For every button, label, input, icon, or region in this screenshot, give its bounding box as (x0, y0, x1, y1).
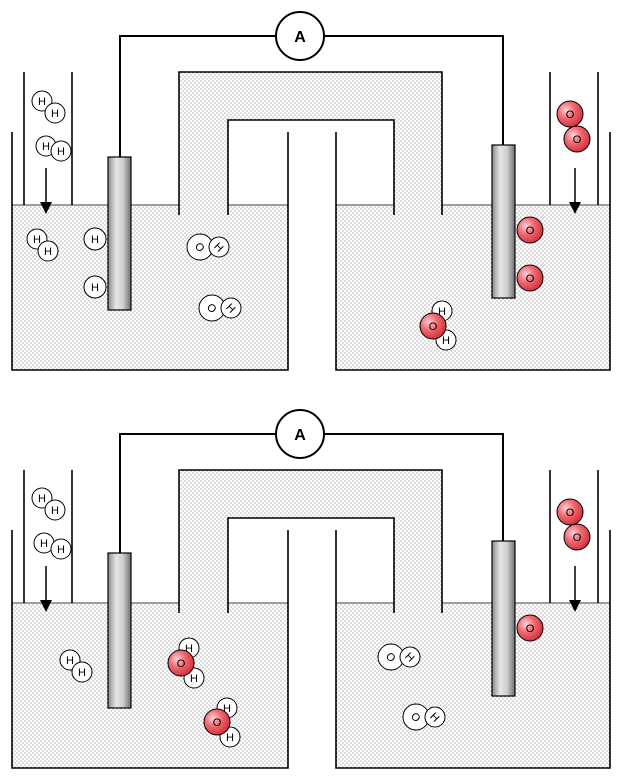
svg-text:H: H (57, 146, 65, 158)
svg-text:H: H (38, 96, 46, 108)
hydroxide-group: O H (198, 294, 242, 322)
left-beaker (11, 132, 289, 371)
left-electrolyte (12, 603, 288, 768)
svg-text:H: H (91, 282, 99, 294)
svg-text:H: H (223, 703, 231, 715)
svg-text:H: H (57, 544, 65, 556)
panel-top: A H H H H H H H H O H (11, 11, 611, 371)
h-atom: H (83, 227, 107, 251)
water-molecule: H H O (419, 300, 457, 351)
svg-text:H: H (42, 141, 50, 153)
svg-text:O: O (566, 507, 575, 519)
right-flow-arrow (569, 566, 581, 612)
h2-molecule: H H (31, 90, 66, 124)
svg-text:O: O (526, 225, 535, 237)
left-electrolyte (12, 205, 288, 370)
svg-text:H: H (40, 538, 48, 550)
right-beaker (335, 530, 611, 769)
left-flow-arrow (40, 168, 52, 214)
hydroxide-group: O H (186, 233, 230, 261)
svg-text:H: H (78, 667, 86, 679)
svg-text:H: H (91, 234, 99, 246)
o2-molecule: O O (556, 100, 591, 153)
panel-bottom: A H H H H H H H H O H H O O (11, 409, 611, 769)
right-beaker (335, 132, 611, 371)
svg-text:H: H (438, 306, 446, 318)
ammeter: A (275, 409, 325, 459)
svg-text:H: H (226, 732, 234, 744)
salt-bridge (179, 72, 442, 215)
svg-text:H: H (185, 643, 193, 655)
anode-electrode (107, 156, 132, 311)
h2-molecule: H H (59, 649, 93, 683)
hydroxide-group: O H (402, 703, 446, 731)
left-flow-arrow (40, 566, 52, 612)
svg-text:H: H (44, 246, 52, 258)
svg-text:H: H (190, 673, 198, 685)
o-atom: O (516, 614, 544, 642)
svg-text:O: O (526, 273, 535, 285)
external-wire (119, 35, 504, 157)
external-wire (119, 433, 504, 553)
left-beaker (11, 530, 289, 769)
svg-text:H: H (442, 335, 450, 347)
svg-text:O: O (429, 321, 438, 333)
o-atom: O (516, 216, 544, 244)
right-flow-arrow (569, 168, 581, 214)
hydroxide-group: O H (377, 643, 421, 671)
svg-text:H: H (66, 655, 74, 667)
svg-text:H: H (51, 108, 59, 120)
water-molecule: H H O (203, 697, 241, 748)
h2-molecule: H H (35, 135, 72, 162)
h2-molecule: H H (26, 228, 59, 262)
salt-bridge (179, 470, 442, 613)
svg-text:H: H (38, 493, 46, 505)
ammeter: A (275, 11, 325, 61)
ammeter-label: A (294, 427, 306, 444)
ammeter-label: A (294, 29, 306, 46)
o-atom: O (516, 264, 544, 292)
svg-text:O: O (573, 532, 582, 544)
svg-text:O: O (526, 623, 535, 635)
cathode-electrode (491, 540, 516, 697)
right-electrolyte (336, 205, 610, 370)
svg-text:H: H (51, 505, 59, 517)
svg-text:O: O (566, 109, 575, 121)
svg-text:O: O (213, 717, 222, 729)
water-molecule: H H O (167, 637, 205, 689)
o2-molecule: O O (556, 498, 591, 551)
cathode-electrode (491, 144, 516, 299)
h2-molecule: H H (31, 487, 66, 521)
h-atom: H (83, 275, 107, 299)
svg-text:O: O (177, 658, 186, 670)
h2-molecule: H H (33, 532, 72, 560)
svg-text:O: O (573, 134, 582, 146)
right-electrolyte (336, 603, 610, 768)
svg-text:H: H (33, 234, 41, 246)
anode-electrode (107, 552, 132, 709)
